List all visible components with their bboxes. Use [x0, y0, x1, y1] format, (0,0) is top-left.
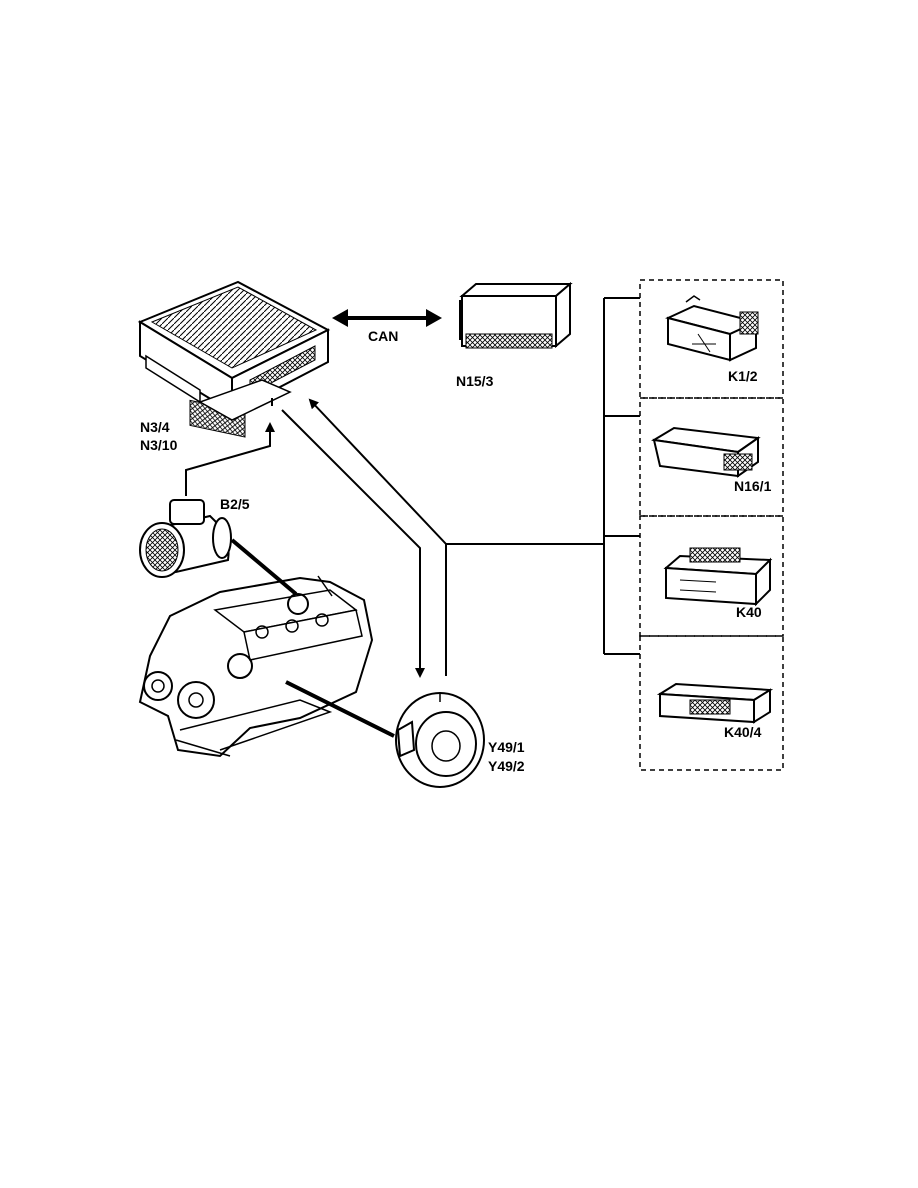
- label-b2-5: B2/5: [220, 496, 250, 512]
- engine-control-module: [137, 280, 331, 438]
- component-boxes: [639, 279, 784, 771]
- label-n16-1: N16/1: [734, 478, 772, 494]
- relay-k1-2: [665, 295, 759, 362]
- can-bus-arrow: [332, 309, 442, 327]
- label-y49-1: Y49/1: [488, 739, 525, 755]
- transmission-control-module: [459, 281, 573, 349]
- label-y49-2: Y49/2: [488, 758, 525, 774]
- label-n15-3: N15/3: [456, 373, 494, 389]
- label-ecu-n3-4: N3/4: [140, 419, 170, 435]
- module-n16-1: [651, 426, 761, 478]
- component-bus-lines: [446, 297, 640, 655]
- b2-5-signal-line: [185, 422, 275, 496]
- label-k40-4: K40/4: [724, 724, 762, 740]
- module-k40-4: [656, 682, 774, 724]
- label-k40: K40: [736, 604, 762, 620]
- camshaft-adjuster-solenoid: [395, 692, 485, 788]
- fuse-relay-module-k40: [663, 547, 773, 607]
- engine-drawing: [138, 538, 374, 758]
- air-mass-sensor: [139, 499, 232, 578]
- engine-to-actuator-line: [285, 680, 395, 738]
- label-can: CAN: [368, 328, 398, 344]
- label-k1-2: K1/2: [728, 368, 758, 384]
- label-ecu-n3-10: N3/10: [140, 437, 178, 453]
